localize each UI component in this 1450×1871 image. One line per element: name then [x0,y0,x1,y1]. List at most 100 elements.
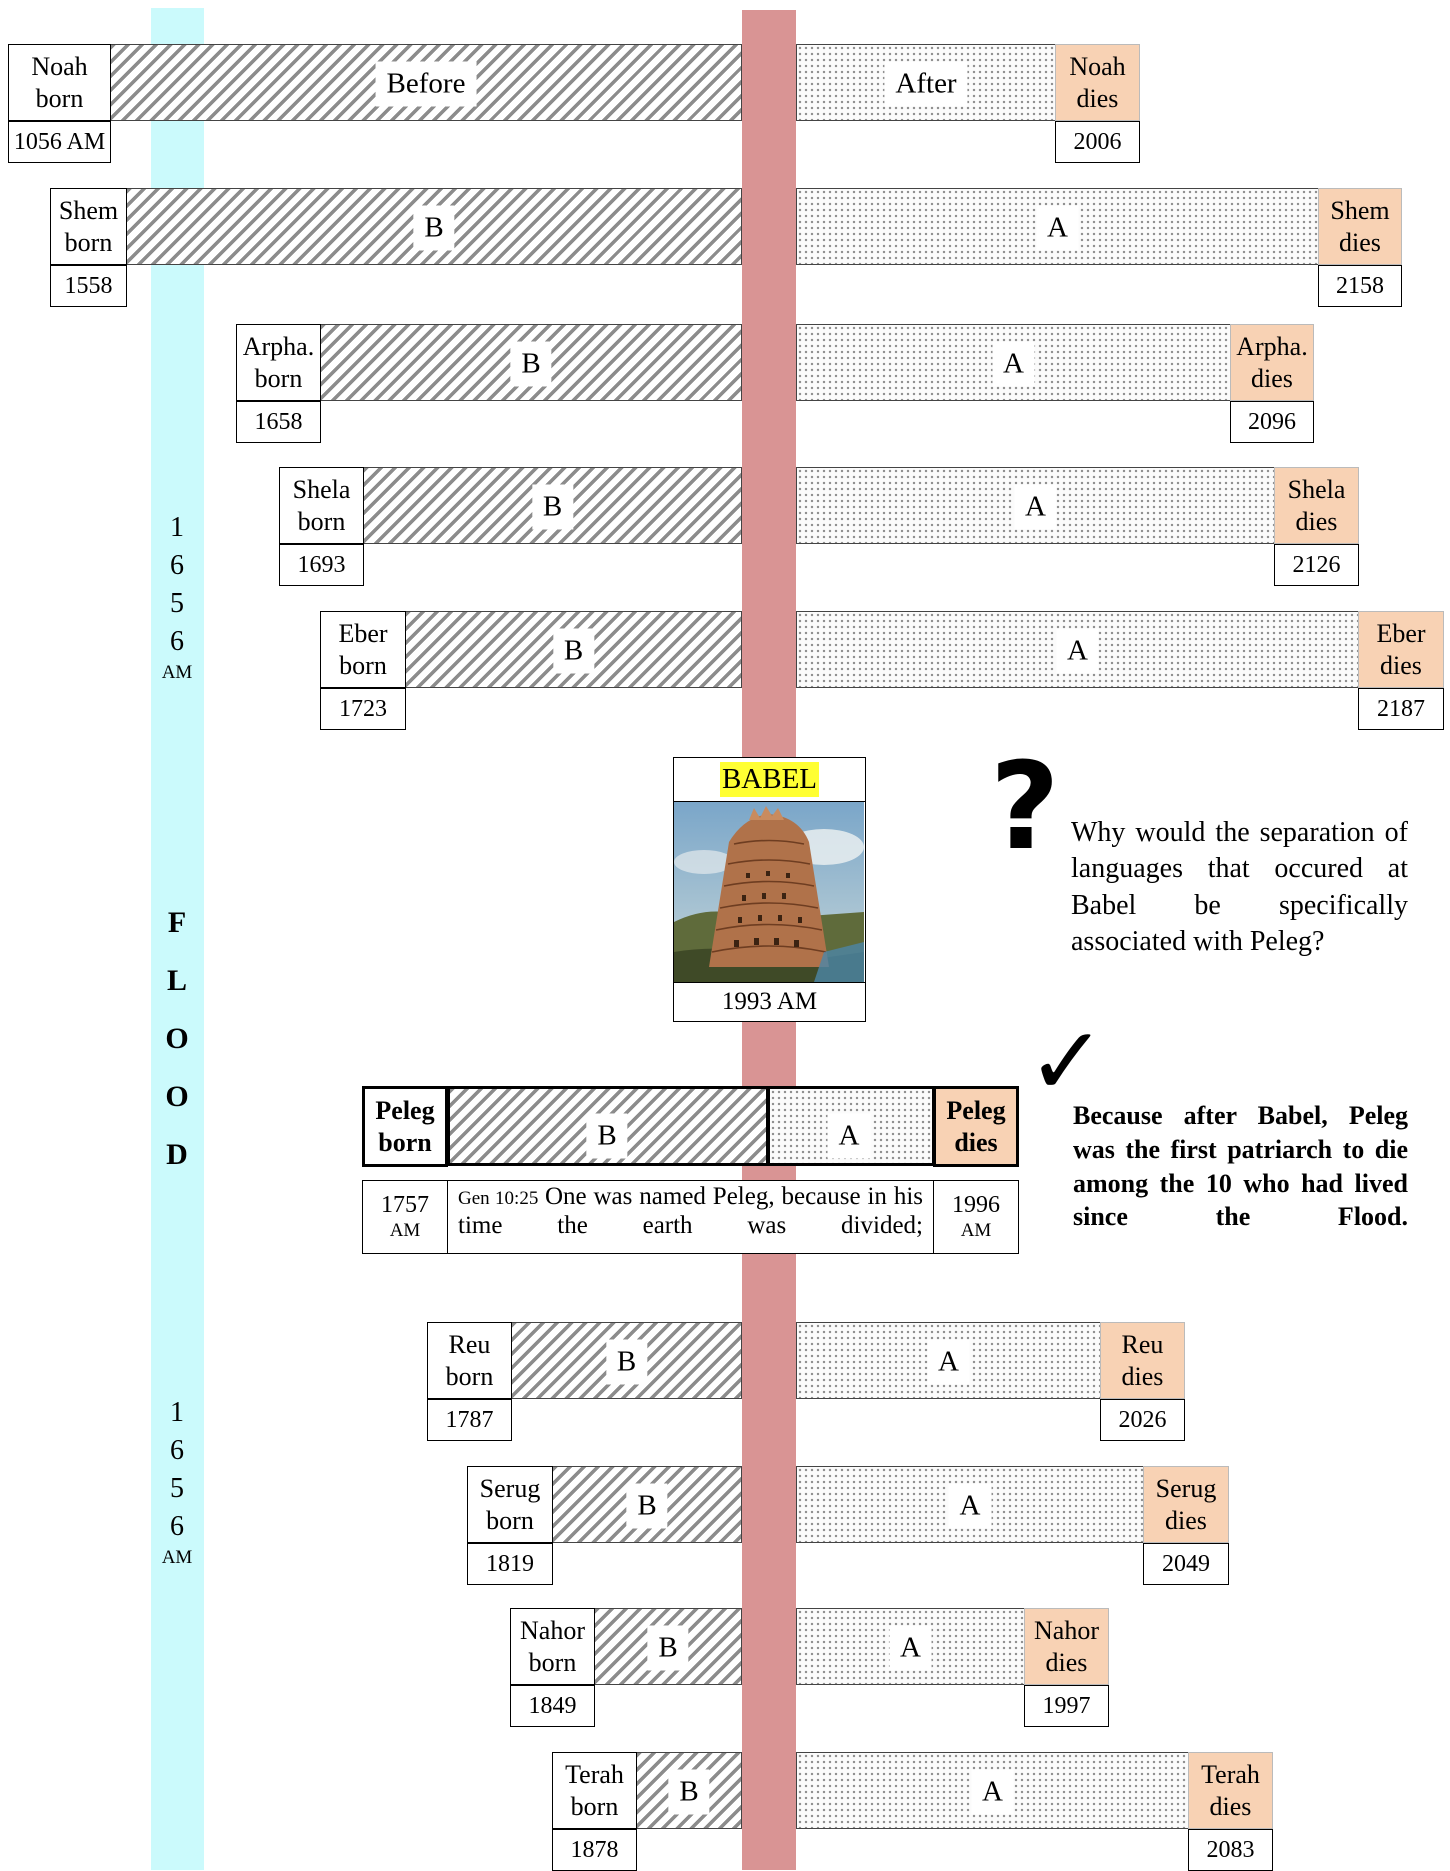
nahor-after-label: A [889,1625,932,1670]
nahor-death-year-box: 1997 [1024,1685,1109,1727]
peleg-verse: Gen 10:25 One was named Peleg, because i… [458,1183,923,1241]
flood-year-digit: 1 [170,1397,184,1428]
checkmark-icon: ✓ [1027,1007,1107,1117]
arpha-born-year-box: 1658 [236,401,321,443]
peleg-born-box: Peleg born [362,1086,448,1167]
terah-before-label: B [668,1769,710,1814]
noah-dies-label: dies [1076,83,1119,113]
eber-death-year: 2187 [1377,695,1425,722]
eber-born-label: born [339,650,387,680]
arpha-born-label: born [254,363,303,393]
eber-born-year: 1723 [339,695,387,722]
terah-born-year-box: 1878 [552,1829,637,1871]
shela-born-year-box: 1693 [279,544,364,586]
reu-dies-label: dies [1121,1361,1164,1391]
reu-death-year: 2026 [1118,1406,1167,1433]
nahor-name: Nahor [520,1616,585,1646]
shela-dies-label: dies [1295,506,1338,536]
serug-born-year: 1819 [486,1550,534,1577]
terah-name: Terah [1201,1760,1260,1790]
eber-before-label: B [552,628,595,673]
serug-born-year-box: 1819 [467,1543,553,1585]
reu-name: Reu [1121,1330,1164,1360]
arpha-death-year-box: 2096 [1230,401,1314,443]
shem-after-bar [796,188,1319,265]
shem-after-label: A [1036,205,1079,250]
flood-year-digit: 6 [170,1435,184,1466]
peleg-born-label: born [378,1127,432,1157]
reu-before-label: B [605,1339,648,1384]
tower-of-babel-icon [674,802,864,982]
arpha-death-year: 2096 [1248,408,1296,435]
reu-after-label: A [927,1339,970,1384]
babel-year-box: 1993 AM [673,982,866,1022]
arpha-name: Arpha. [242,332,315,362]
shela-before-label: B [531,484,574,529]
serug-name: Serug [479,1474,541,1504]
nahor-born-year: 1849 [528,1692,577,1719]
flood-word-letter: O [165,1022,189,1055]
peleg-death-unit: AM [960,1220,992,1241]
eber-dies-label: dies [1380,650,1422,680]
shela-born-year: 1693 [297,551,346,578]
shem-born-year-box: 1558 [50,265,127,307]
nahor-death-year: 1997 [1042,1692,1091,1719]
answer-text: Because after Babel, Peleg was the first… [1073,1101,1408,1232]
flood-year-digit: 1 [170,512,184,543]
reu-born-year-box: 1787 [427,1399,512,1441]
flood-strip: 1 6 5 6 AM F L O O D 1 6 5 6 AM [151,8,204,1870]
reu-death-year-box: 2026 [1100,1399,1185,1441]
babel-tower-image [673,802,866,982]
serug-before-label: B [626,1483,668,1528]
terah-death-year: 2083 [1206,1836,1255,1863]
peleg-verse-box: Gen 10:25 One was named Peleg, because i… [447,1180,934,1254]
babel-title: BABEL [719,762,820,797]
nahor-after-bar [796,1608,1025,1685]
peleg-dies-label: dies [954,1127,998,1157]
shem-born-year: 1558 [64,272,113,299]
babel-year: 1993 AM [721,988,818,1015]
arpha-born-year: 1658 [254,408,303,435]
peleg-born-year: 1757 [381,1192,429,1219]
nahor-born-year-box: 1849 [510,1685,595,1727]
flood-year-unit: AM [161,662,193,683]
flood-year-unit: AM [161,1547,193,1568]
shem-born-label: born [64,227,113,257]
arpha-dies-label: dies [1251,363,1293,393]
shela-name: Shela [1287,475,1346,505]
reu-name: Reu [448,1330,491,1360]
serug-after-label: A [948,1483,992,1528]
verse-text: One was named Peleg, because in his time… [458,1183,923,1239]
peleg-name: Peleg [375,1096,435,1126]
noah-before-label: Before [375,61,477,106]
noah-after-label: After [884,61,968,106]
eber-after-bar [796,611,1359,688]
shem-death-year: 2158 [1336,272,1384,299]
shela-death-year: 2126 [1292,551,1341,578]
eber-name: Eber [1376,619,1426,649]
flood-word-letter: D [166,1138,188,1171]
arpha-born-box: Arpha.born [236,324,321,401]
shela-after-label: A [1014,484,1057,529]
flood-year-digit: 6 [170,550,184,581]
peleg-name: Peleg [946,1096,1006,1126]
flood-year-digit: 6 [170,626,184,657]
peleg-before-label: B [586,1113,628,1159]
serug-death-year-box: 2049 [1143,1543,1229,1585]
terah-born-label: born [570,1791,619,1821]
terah-after-label: A [971,1769,1014,1814]
verse-reference: Gen 10:25 [458,1188,539,1209]
noah-death-year-box: 2006 [1055,121,1140,163]
shela-name: Shela [292,475,351,505]
shem-dies-label: dies [1339,227,1381,257]
noah-name: Noah [31,52,88,82]
nahor-name: Nahor [1034,1616,1099,1646]
